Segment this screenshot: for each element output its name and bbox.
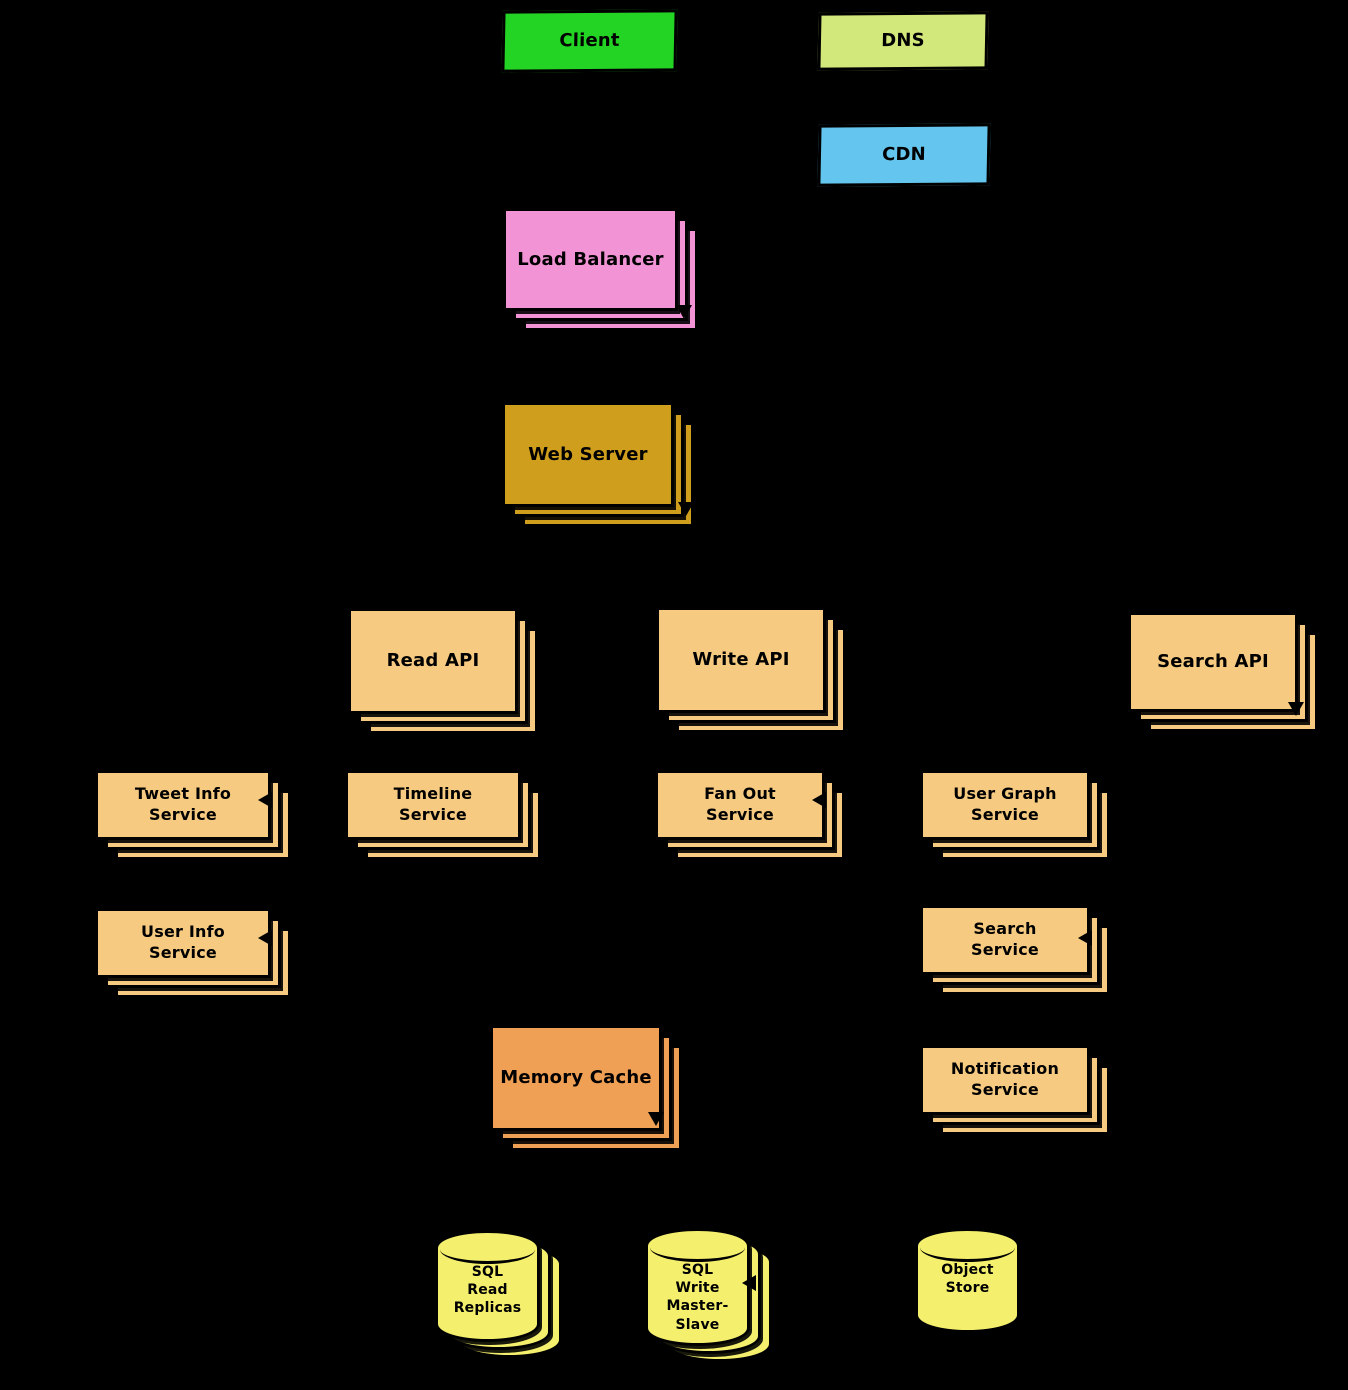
node-timeline-service: Timeline Service [345,770,541,860]
node-memory-cache-label: Memory Cache [500,1067,652,1089]
node-write-api-label: Write API [692,649,790,671]
node-user-graph-service: User Graph Service [920,770,1110,860]
node-tweet-info-service: Tweet Info Service [95,770,291,860]
node-read-api: Read API [348,608,538,734]
arrowhead-icon [648,1112,664,1126]
node-dns: DNS [817,11,989,71]
node-sql-write-master-slave: SQL Write Master- Slave [645,1228,772,1362]
arrowhead-icon [258,792,272,808]
node-user-info-service: User Info Service [95,908,291,998]
node-notification-service-label: Notification Service [950,1059,1060,1099]
node-sql-write-master-slave-label: SQL Write Master- Slave [666,1262,729,1333]
node-sql-read-replicas: SQL Read Replicas [435,1230,562,1358]
node-load-balancer-label: Load Balancer [517,248,664,270]
node-client: Client [501,9,678,73]
node-search-service-label: Search Service [971,919,1039,959]
node-search-api: Search API [1128,612,1318,732]
arrowhead-icon [812,792,826,808]
node-cdn-label: CDN [881,144,927,166]
node-search-service: Search Service [920,905,1110,995]
node-web-server: Web Server [502,402,694,527]
node-write-api: Write API [656,607,846,733]
node-tweet-info-service-label: Tweet Info Service [134,784,232,824]
node-user-graph-service-label: User Graph Service [953,784,1057,824]
node-sql-read-replicas-label: SQL Read Replicas [453,1264,522,1317]
node-object-store-label: Object Store [941,1262,994,1297]
node-object-store: Object Store [915,1228,1020,1333]
node-user-info-service-label: User Info Service [141,922,225,962]
node-dns-label: DNS [881,30,925,52]
node-web-server-label: Web Server [528,443,648,465]
node-timeline-service-label: Timeline Service [393,784,473,824]
node-cdn: CDN [817,123,991,187]
node-fan-out-service-label: Fan Out Service [704,784,776,824]
node-client-label: Client [559,30,620,52]
node-read-api-label: Read API [386,650,480,672]
arrowhead-icon [1078,930,1092,946]
arrowhead-icon [678,502,694,516]
arrowhead-icon [1288,702,1304,716]
node-search-api-label: Search API [1157,651,1269,673]
arrowhead-icon [258,930,272,946]
node-memory-cache: Memory Cache [490,1025,682,1151]
node-fan-out-service: Fan Out Service [655,770,845,860]
arrowhead-icon [742,1275,756,1291]
arrowhead-icon [676,305,692,319]
node-notification-service: Notification Service [920,1045,1110,1135]
node-load-balancer: Load Balancer [503,208,698,331]
